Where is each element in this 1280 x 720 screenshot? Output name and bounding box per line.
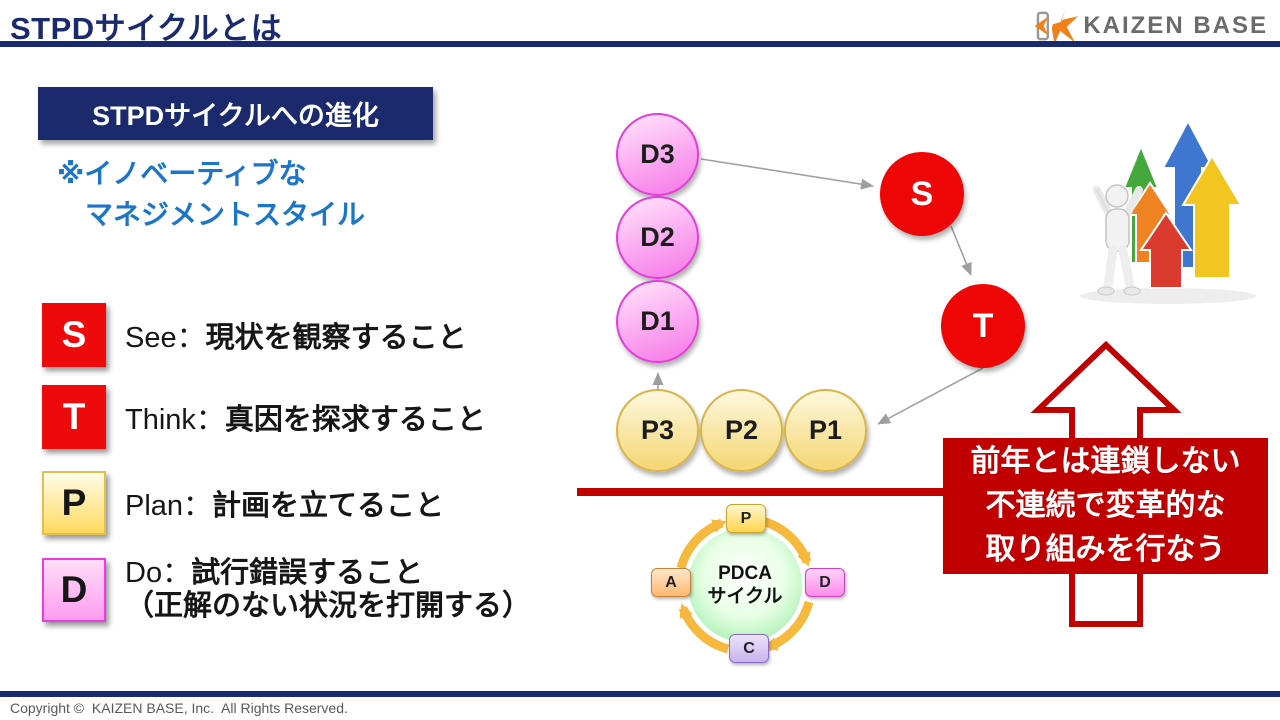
person-figure-icon [1093, 184, 1143, 296]
legend-label-do: Do：試行錯誤すること （正解のない状況を打開する） [125, 557, 532, 622]
pdca-circle: PDCA サイクル [688, 528, 802, 642]
pdca-title-line-1: PDCA [718, 563, 772, 584]
header-divider [0, 41, 1280, 47]
pdca-cycle-arrows [676, 516, 814, 654]
note-text: ※イノベーティブな マネジメントスタイル [57, 153, 365, 235]
growth-arrows-clipart [1080, 118, 1256, 304]
red-arrow-icon [1139, 211, 1193, 289]
legend-label-think: Think：真因を探求すること [125, 404, 486, 436]
legend-row-think: T Think：真因を探求すること [42, 385, 486, 449]
callout-line-3: 取り組みを行なう [985, 533, 1226, 566]
node-d1: D1 [616, 280, 699, 363]
callout-line-1: 前年とは連鎖しない [970, 445, 1241, 478]
legend-row-see: S See：現状を観察すること [42, 303, 467, 367]
pdca-cycle-diagram: PDCA サイクル P D C A [635, 495, 860, 680]
legend-key-t: T [42, 385, 106, 449]
node-p1: P1 [784, 389, 867, 472]
legend-key-s: S [42, 303, 106, 367]
page-title: STPDサイクルとは [10, 11, 283, 46]
node-p2: P2 [700, 389, 783, 472]
node-p3: P3 [616, 389, 699, 472]
section-title-box: STPDサイクルへの進化 [38, 87, 433, 140]
legend-label-see: See：現状を観察すること [125, 322, 467, 354]
logo-text: KAIZEN BASE [1083, 12, 1268, 39]
legend-key-p: P [42, 471, 106, 535]
callout-line-2: 不連続で変革的な [985, 489, 1226, 522]
kaizen-base-logo: KAIZEN BASE [1033, 4, 1268, 48]
pdca-title-line-2: サイクル [707, 586, 783, 607]
legend-row-do: D Do：試行錯誤すること （正解のない状況を打開する） [42, 557, 531, 623]
legend-key-d: D [42, 558, 106, 622]
kaizen-star-icon [1034, 7, 1079, 45]
node-t: T [941, 284, 1025, 368]
red-divider-line [577, 488, 1268, 496]
node-s: S [880, 152, 964, 236]
arrow-t-to-p1 [877, 367, 984, 425]
copyright-text: Copyright © KAIZEN BASE, Inc. All Rights… [10, 700, 348, 716]
arrow-s-to-t [950, 225, 972, 276]
node-d3: D3 [616, 113, 699, 196]
footer-divider [0, 691, 1280, 697]
callout-box: 前年とは連鎖しない 不連続で変革的な 取り組みを行なう [943, 438, 1268, 574]
pdca-badge-a: A [651, 568, 691, 597]
arrow-d3-to-s [700, 158, 874, 190]
node-d2: D2 [616, 196, 699, 279]
section-title: STPDサイクルへの進化 [92, 101, 379, 131]
note-line-1: ※イノベーティブな [57, 158, 307, 189]
pdca-badge-c: C [729, 634, 769, 663]
yellow-arrow-icon [1181, 154, 1243, 279]
note-line-2: マネジメントスタイル [85, 199, 366, 230]
pdca-badge-p: P [726, 504, 766, 533]
legend-label-plan: Plan：計画を立てること [125, 490, 445, 522]
legend-row-plan: P Plan：計画を立てること [42, 471, 444, 535]
pdca-badge-d: D [805, 568, 845, 597]
